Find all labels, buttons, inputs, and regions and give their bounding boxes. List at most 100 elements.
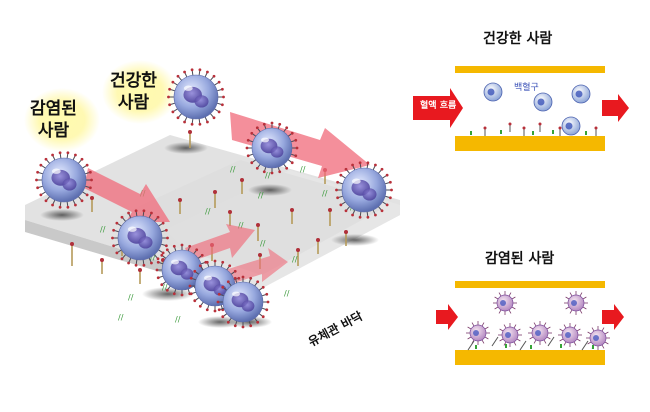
small-cell-spike xyxy=(498,292,502,297)
channel-pillar xyxy=(581,340,589,351)
white-blood-cell xyxy=(111,209,169,267)
cell-spike-tip xyxy=(150,211,153,215)
cell-spike-tip xyxy=(212,116,216,120)
cell-spike-tip xyxy=(189,276,193,280)
cell-spike-tip xyxy=(212,74,216,78)
cell-spike-tip xyxy=(36,170,40,174)
small-cell-spike xyxy=(508,309,512,314)
small-cell-spike xyxy=(516,328,521,332)
cell-spike-tip xyxy=(111,236,114,240)
cell-spike-tip xyxy=(339,203,343,207)
cell-spike-tip xyxy=(195,248,199,252)
small-cell-spike xyxy=(511,296,516,300)
infected-white-blood-cell xyxy=(493,291,517,315)
cell-highlight xyxy=(127,226,137,232)
infected-white-blood-cell xyxy=(564,291,588,315)
cell-spike-tip xyxy=(213,309,217,313)
cell-spike-tip xyxy=(221,260,225,264)
cell-spike-tip xyxy=(188,284,192,288)
green-ligand xyxy=(560,344,562,348)
cell-spike-tip xyxy=(265,308,269,312)
cell-spike-tip xyxy=(339,173,343,177)
cell-spike-tip xyxy=(374,163,377,167)
outflow-arrow xyxy=(602,304,624,330)
cell-highlight xyxy=(171,259,179,265)
outflow-arrow xyxy=(602,94,629,122)
cell-spike-tip xyxy=(294,154,298,158)
small-cell-spike xyxy=(467,336,472,340)
cell-spike-tip xyxy=(249,276,253,280)
cell-spike-tip xyxy=(180,293,184,297)
green-ligand xyxy=(552,130,554,134)
small-cell-spike xyxy=(604,341,609,345)
small-cell-spike xyxy=(579,292,583,297)
cell-spike-tip xyxy=(58,151,62,155)
cell-spike-tip xyxy=(176,74,180,78)
channel-pillar xyxy=(467,340,475,351)
small-cell-nucleus xyxy=(565,122,573,130)
cell-spike-tip xyxy=(183,70,186,74)
cell-spike-tip xyxy=(156,276,160,280)
cell-spike-tip xyxy=(193,299,197,303)
cell-spike-tip xyxy=(206,70,209,74)
cell-spike-tip xyxy=(285,166,289,170)
cell-spike-tip xyxy=(160,253,164,257)
cell-spike-tip xyxy=(120,215,124,219)
cell-spike-tip xyxy=(261,315,265,319)
pillar-tip xyxy=(70,242,74,246)
white-blood-cell xyxy=(216,275,270,329)
green-ligand xyxy=(505,344,507,348)
cell-spike-tip xyxy=(222,95,225,99)
small-cell-spike xyxy=(467,326,472,330)
cell-spike-tip xyxy=(88,170,92,174)
cell-spike-tip xyxy=(233,276,237,280)
green-ligand xyxy=(532,131,534,135)
cell-spike-tip xyxy=(255,166,259,170)
flow-arrows xyxy=(84,112,370,285)
blood-flow-arrow xyxy=(436,304,458,330)
small-cell-spike xyxy=(601,327,605,332)
channel-pillar-tip xyxy=(594,126,598,130)
small-cell-spike xyxy=(503,324,507,329)
small-cell-spike xyxy=(569,309,573,314)
cell-spike-tip xyxy=(344,209,348,213)
small-cell-spike xyxy=(533,339,537,344)
cell-spike-tip xyxy=(80,199,84,203)
cell-spike-tip xyxy=(217,110,221,114)
pillar-tip xyxy=(290,208,294,212)
cell-shadow xyxy=(331,234,379,246)
small-cell-nucleus xyxy=(535,330,541,336)
cell-spike-tip xyxy=(142,263,146,267)
green-ligand xyxy=(585,131,587,135)
cell-spike-tip xyxy=(165,288,169,292)
cell-spike-tip xyxy=(198,264,202,268)
small-cell-spike xyxy=(511,306,516,310)
blood-flow-arrow xyxy=(413,88,463,128)
small-cell-nucleus xyxy=(505,332,511,338)
green-mark: // xyxy=(265,171,271,180)
cell-spike-tip xyxy=(74,203,77,207)
cell-spike-tip xyxy=(44,199,48,203)
small-cell-spike xyxy=(582,296,587,300)
green-mark: // xyxy=(258,191,264,200)
cell-highlight xyxy=(261,137,269,143)
cell-spike-tip xyxy=(228,264,232,268)
small-cell-nucleus xyxy=(571,300,577,306)
green-ligand xyxy=(500,130,502,134)
flow-arrow-1 xyxy=(230,112,370,178)
pillar-tip xyxy=(188,130,192,134)
cell-spike-tip xyxy=(278,170,282,174)
green-mark: // xyxy=(260,239,266,248)
cell-spike-tip xyxy=(366,215,370,219)
infected-white-blood-cell xyxy=(528,321,552,345)
cell-highlight xyxy=(204,275,212,281)
cell-spike-tip xyxy=(351,163,354,167)
healthy-glow xyxy=(102,60,178,124)
channel-pillar-tip xyxy=(483,126,487,130)
cell-spike-tip xyxy=(188,244,192,248)
cell-spike-tip xyxy=(270,121,274,125)
cell-spike-tip xyxy=(127,211,130,215)
cell-spike-tip xyxy=(74,153,77,157)
